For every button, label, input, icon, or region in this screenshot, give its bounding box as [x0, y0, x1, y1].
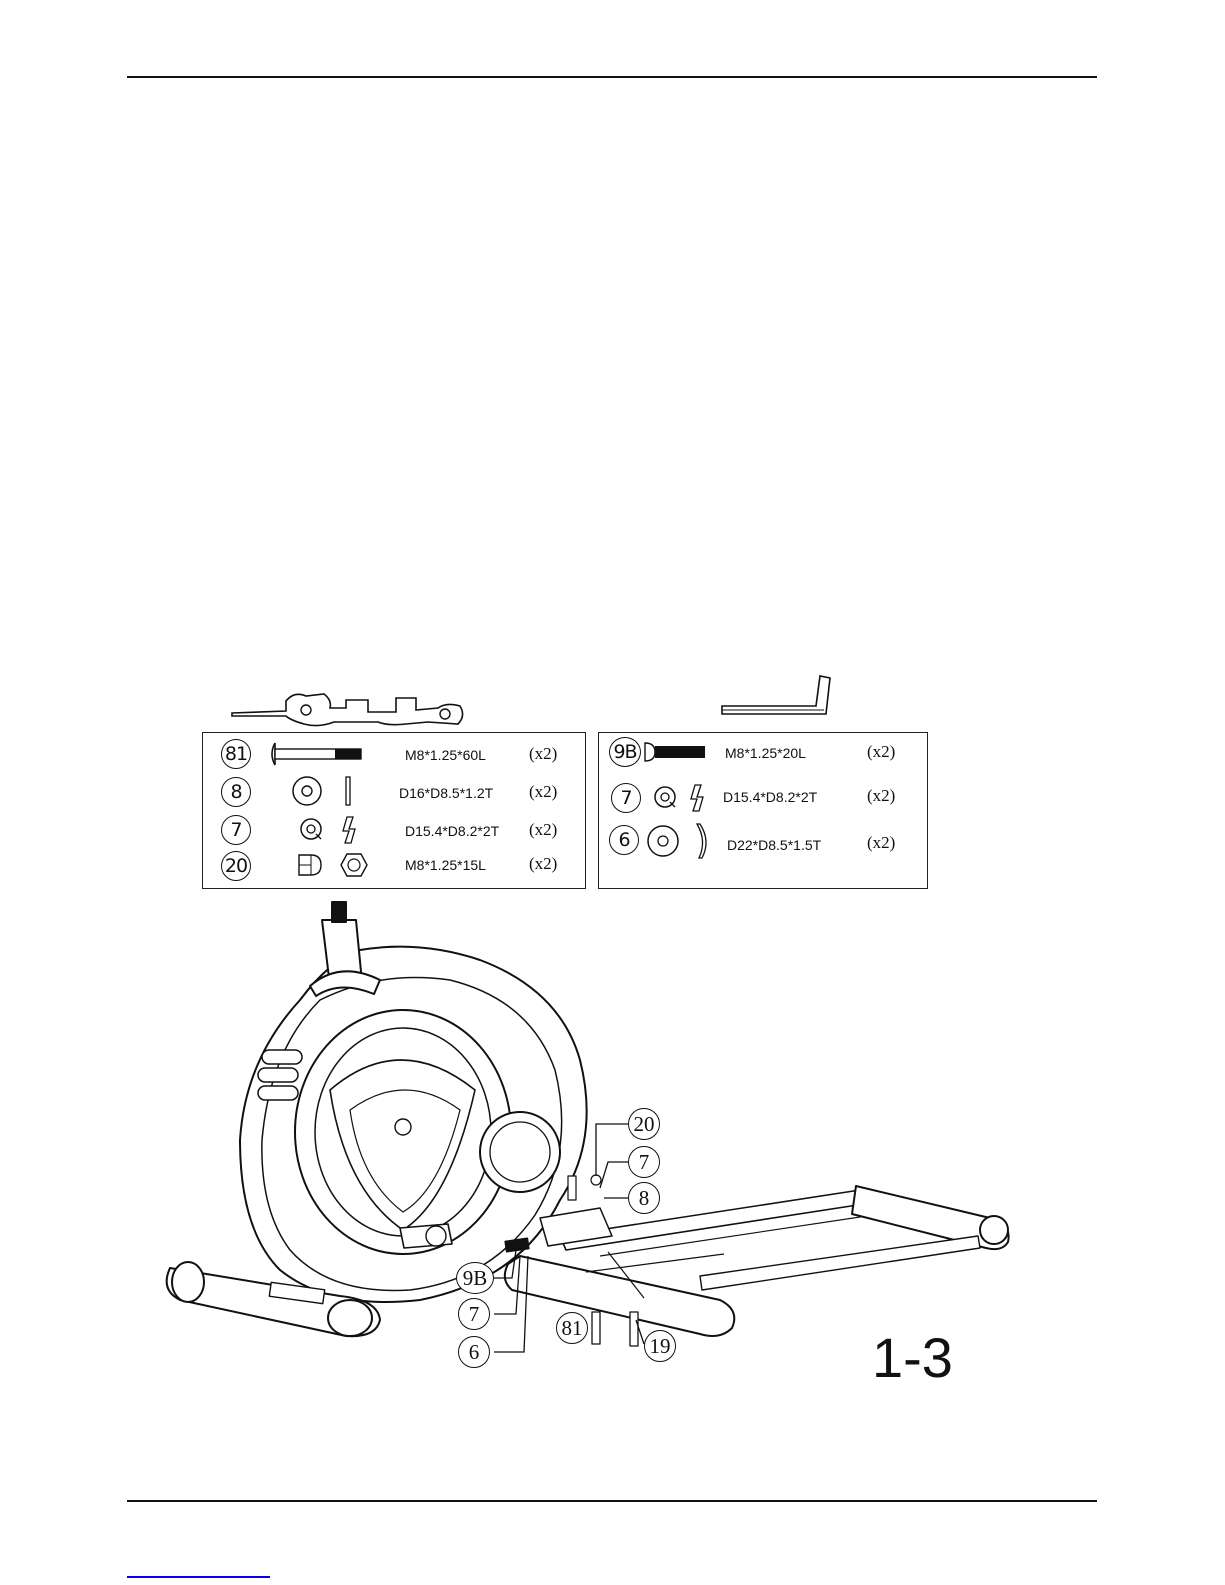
- callout-7: 7: [458, 1298, 490, 1330]
- callout-8: 8: [628, 1182, 660, 1214]
- callout-9b: 9B: [456, 1262, 494, 1294]
- callout-19: 19: [644, 1330, 676, 1362]
- callout-20: 20: [628, 1108, 660, 1140]
- footer-link-underline[interactable]: [127, 1576, 270, 1578]
- footer-rule: [127, 1500, 1097, 1502]
- callout-6: 6: [458, 1336, 490, 1368]
- step-number: 1-3: [872, 1330, 953, 1386]
- callout-7: 7: [628, 1146, 660, 1178]
- callout-81: 81: [556, 1312, 588, 1344]
